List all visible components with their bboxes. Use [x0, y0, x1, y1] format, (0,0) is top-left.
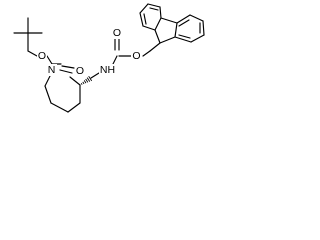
atom-o-ester-boc-label: O — [38, 50, 46, 62]
tert-butyl-group — [13, 17, 43, 52]
piperidine-ring — [44, 71, 81, 113]
atom-o-carbonyl-fmoc-label: O — [113, 27, 121, 39]
stereo-hash-stroke — [85, 78, 89, 83]
atom-o-ester-boc: O — [37, 50, 47, 62]
stereo-hash-stroke — [86, 77, 91, 82]
methylene-linker — [90, 72, 100, 79]
atom-o-ester-fmoc: O — [131, 50, 142, 62]
atom-o-carbonyl-boc-label: O — [76, 65, 84, 77]
atom-n-ring: N — [46, 64, 57, 76]
chemical-structure-diagram: O O N NH O O — [13, 3, 205, 113]
atom-o-carbonyl-fmoc: O — [112, 27, 122, 39]
stereo-hashed-wedge — [80, 75, 93, 85]
atom-n-ring-label: N — [48, 64, 56, 76]
stereo-hash-stroke — [83, 80, 87, 84]
atom-nh-amide: NH — [99, 64, 116, 76]
stereo-hash-stroke — [82, 81, 85, 85]
atom-o-ester-fmoc-label: O — [132, 50, 140, 62]
stereo-hash-stroke — [88, 75, 93, 82]
fluorene-ring-system — [139, 3, 205, 44]
fmoc-carbamate-bonds — [111, 38, 161, 67]
stereo-hash-stroke — [80, 83, 83, 85]
atom-nh-amide-label: NH — [100, 64, 115, 76]
atom-o-carbonyl-boc: O — [75, 65, 85, 77]
